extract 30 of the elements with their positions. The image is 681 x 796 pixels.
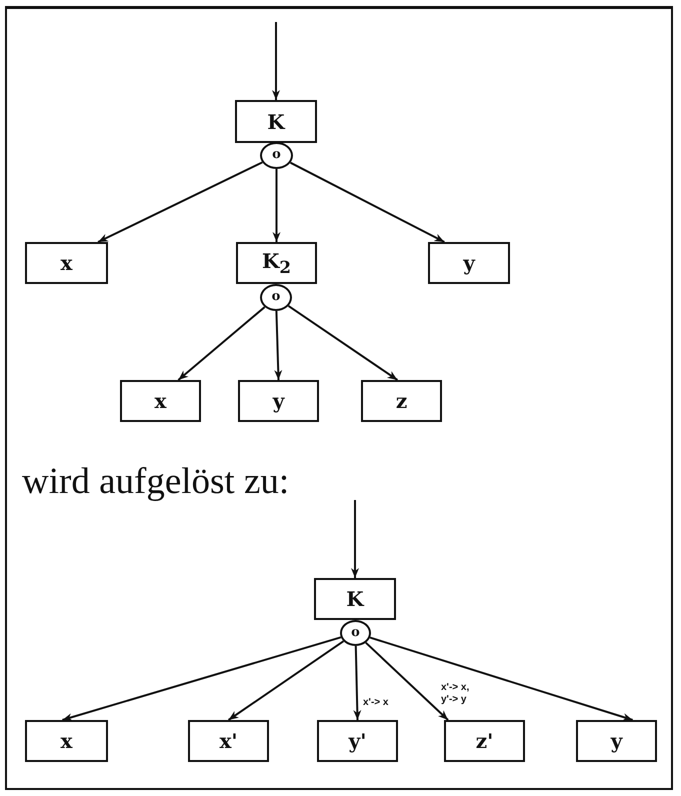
arrow: [98, 161, 263, 243]
node-box: x: [25, 242, 108, 284]
arrow: [274, 310, 282, 380]
node-box: x: [25, 720, 108, 762]
arrow: [178, 306, 266, 381]
node-box: y': [317, 720, 398, 762]
arrow: [290, 162, 445, 243]
arrow: [62, 636, 342, 721]
operator-oval: o: [340, 620, 371, 646]
arrow: [353, 646, 362, 720]
arrow: [351, 500, 359, 578]
arrow: [272, 22, 280, 100]
node-box: y: [576, 720, 657, 762]
arrow: [228, 640, 344, 721]
node-box: K: [314, 578, 396, 620]
arrow: [288, 305, 398, 381]
node-box: z': [444, 720, 525, 762]
arrow: [370, 636, 633, 721]
node-box: K: [235, 100, 317, 143]
node-box: x': [188, 720, 269, 762]
node-box: x: [120, 380, 201, 422]
node-box: z: [361, 380, 442, 422]
node-box: y: [428, 242, 510, 284]
node-box: K$_{2}$: [236, 242, 317, 284]
heading-text: wird aufgelöst zu:: [22, 460, 290, 503]
operator-oval: o: [260, 142, 293, 169]
arrow: [272, 169, 280, 242]
arrow: [365, 642, 449, 721]
operator-oval: o: [260, 284, 292, 311]
node-box: y: [238, 380, 319, 422]
